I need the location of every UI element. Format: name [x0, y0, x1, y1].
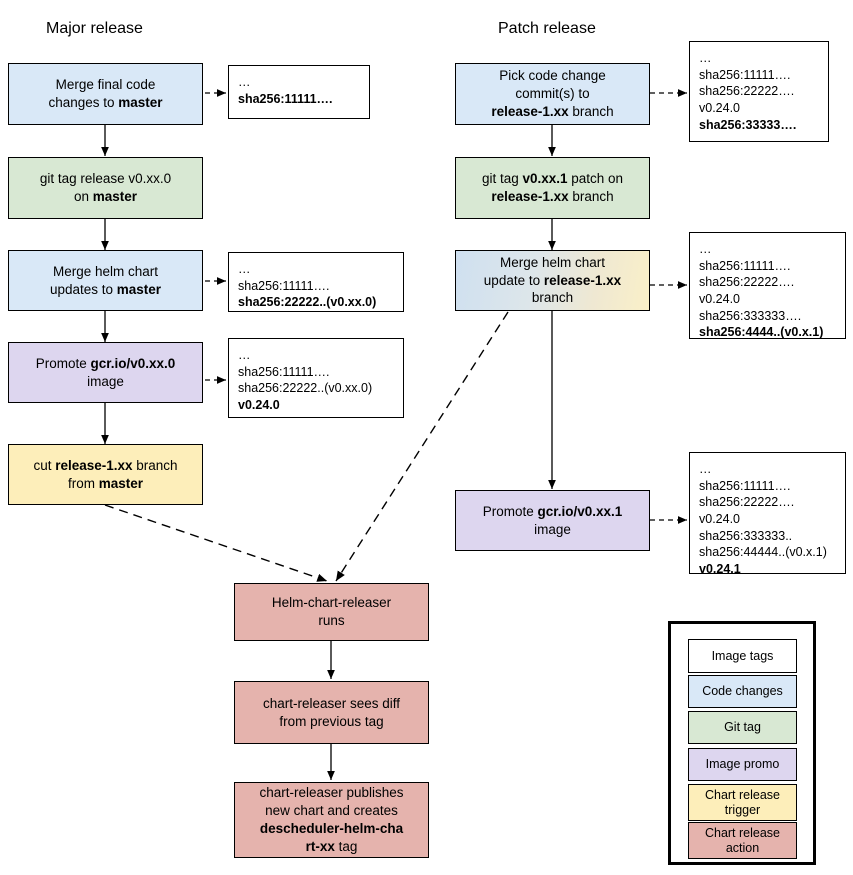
tagbox-patch-3: … sha256:11111…. sha256:22222…. v0.24.0 …	[689, 452, 846, 576]
node-merge-final-code[interactable]: Merge final code changes to master	[8, 63, 203, 125]
node-promote-patch-image[interactable]: Promote gcr.io/v0.xx.1 image	[455, 490, 650, 551]
node-label: Helm-chart-releaser runs	[271, 595, 392, 628]
major-release-title: Major release	[46, 20, 143, 37]
node-label: Pick code change commit(s) to release-1.…	[491, 68, 614, 119]
legend-label: Image tags	[711, 648, 774, 663]
node-merge-helm-chart-patch[interactable]: Merge helm chart update to release-1.xx …	[455, 250, 650, 311]
node-label: Merge final code changes to master	[48, 77, 163, 110]
node-label: Merge helm chart updates to master	[49, 263, 162, 297]
legend-label: Code changes	[702, 684, 783, 698]
legend-label: Chart release trigger	[704, 787, 781, 817]
node-chart-releaser-publishes[interactable]: chart-releaser publishes new chart and c…	[234, 782, 429, 858]
node-merge-helm-chart-updates[interactable]: Merge helm chart updates to master	[8, 250, 203, 311]
node-label: chart-releaser sees diff from previous t…	[262, 695, 401, 729]
node-label: git tag v0.xx.1 patch on release-1.xx br…	[481, 171, 624, 204]
legend-label: Git tag	[724, 720, 761, 734]
node-chart-releaser-sees-diff[interactable]: chart-releaser sees diff from previous t…	[234, 681, 429, 744]
legend-item-chart-release-trigger[interactable]: Chart release trigger	[688, 784, 797, 821]
legend-item-git-tag[interactable]: Git tag	[688, 711, 797, 744]
legend-label: Image promo	[705, 757, 780, 771]
legend-item-image-promo[interactable]: Image promo	[688, 748, 797, 781]
node-helm-chart-releaser-runs[interactable]: Helm-chart-releaser runs	[234, 583, 429, 641]
node-cut-release-branch[interactable]: cut release-1.xx branch from master	[8, 444, 203, 505]
node-git-tag-release[interactable]: git tag release v0.xx.0 on master	[8, 157, 203, 219]
node-git-tag-patch[interactable]: git tag v0.xx.1 patch on release-1.xx br…	[455, 157, 650, 219]
tagbox-major-1: … sha256:11111….	[228, 65, 370, 119]
node-label: cut release-1.xx branch from master	[33, 457, 178, 491]
node-label: Promote gcr.io/v0.xx.1 image	[482, 503, 623, 537]
tagbox-patch-2: … sha256:11111…. sha256:22222…. v0.24.0 …	[689, 232, 846, 339]
node-label: chart-releaser publishes new chart and c…	[259, 785, 404, 854]
tagbox-patch-1: … sha256:11111…. sha256:22222…. v0.24.0 …	[689, 41, 829, 142]
node-pick-code-change[interactable]: Pick code change commit(s) to release-1.…	[455, 63, 650, 125]
legend-item-code-changes[interactable]: Code changes	[688, 675, 797, 708]
node-label: Merge helm chart update to release-1.xx …	[483, 254, 622, 306]
node-label: git tag release v0.xx.0 on master	[39, 171, 172, 204]
legend-item-image-tags[interactable]: Image tags	[688, 639, 797, 673]
legend-item-chart-release-action[interactable]: Chart release action	[688, 822, 797, 859]
node-promote-image[interactable]: Promote gcr.io/v0.xx.0 image	[8, 342, 203, 403]
tagbox-major-3: … sha256:11111…. sha256:22222..(v0.xx.0)…	[228, 338, 404, 418]
node-label: Promote gcr.io/v0.xx.0 image	[35, 355, 176, 389]
patch-release-title: Patch release	[498, 20, 596, 37]
legend-label: Chart release action	[704, 825, 781, 855]
tagbox-major-2: … sha256:11111…. sha256:22222..(v0.xx.0)	[228, 252, 404, 312]
